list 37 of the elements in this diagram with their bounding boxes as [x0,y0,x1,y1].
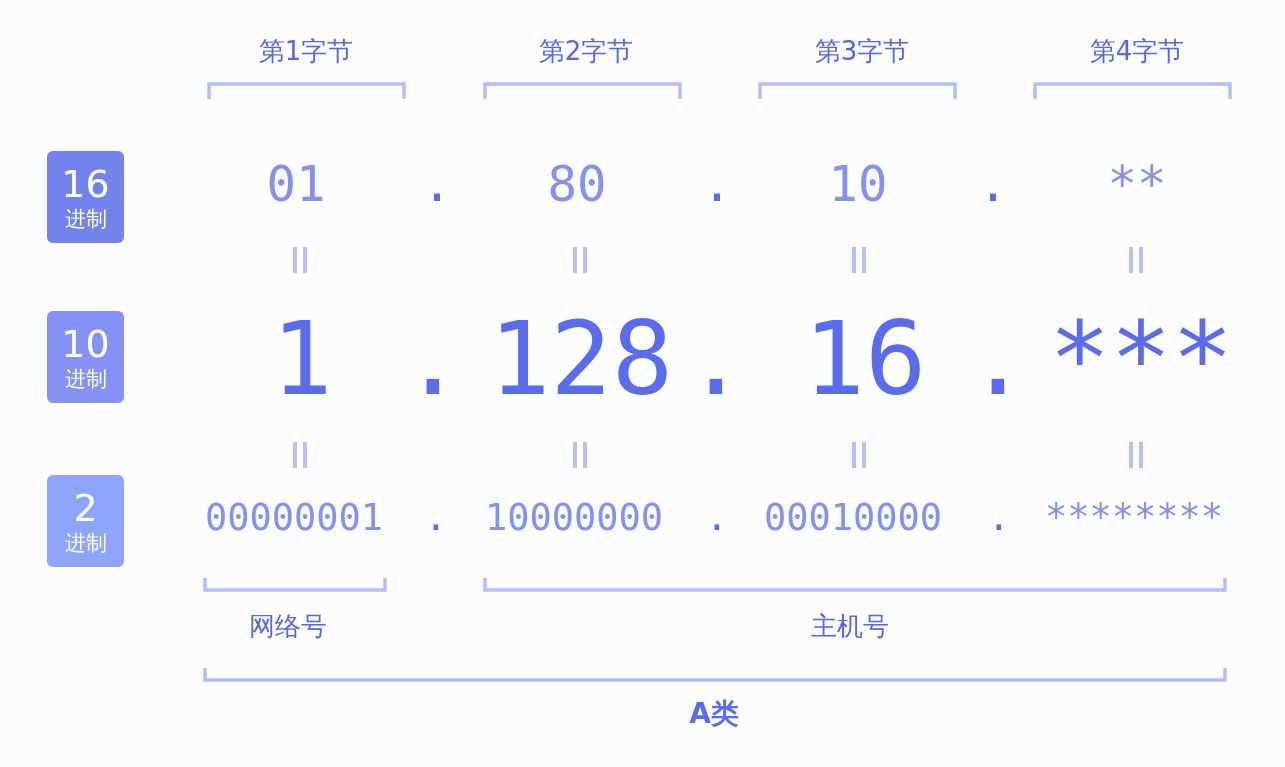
dot-separator: . [705,499,729,536]
base-suffix: 进制 [64,532,107,554]
dot-separator: . [978,160,1008,209]
byte-heading: 第3字节 [814,38,910,64]
bracket-label: A类 [689,700,739,728]
decimal-value: 128 [488,308,674,410]
dot-separator: . [702,160,732,209]
hex-value: 80 [547,160,607,209]
base-number: 2 [73,488,98,527]
decimal-value: 16 [803,308,927,410]
dot-separator: . [422,160,452,209]
base-number: 16 [61,164,110,203]
dot-separator: . [967,308,1029,410]
dot-separator: . [424,499,448,536]
binary-value: 10000000 [484,499,664,536]
bracket-label: 主机号 [811,613,889,639]
binary-value: 00010000 [763,499,943,536]
byte-heading: 第1字节 [258,38,354,64]
hex-value: ** [1107,160,1167,209]
byte-heading: 第2字节 [538,38,634,64]
base-badge [47,151,124,243]
binary-value: ******** [1044,499,1224,536]
dot-separator: . [685,308,747,410]
dot-separator: . [402,308,464,410]
base-badge [47,311,124,403]
decimal-value: 1 [271,308,333,410]
base-number: 10 [61,324,110,363]
base-badge [47,475,124,567]
byte-heading: 第4字节 [1089,38,1185,64]
base-suffix: 进制 [64,368,107,390]
decimal-value: *** [1048,308,1234,410]
binary-value: 00000001 [204,499,384,536]
bracket-label: 网络号 [249,613,327,639]
base-suffix: 进制 [64,208,107,230]
hex-value: 10 [828,160,888,209]
hex-value: 01 [266,160,326,209]
dot-separator: . [987,499,1011,536]
